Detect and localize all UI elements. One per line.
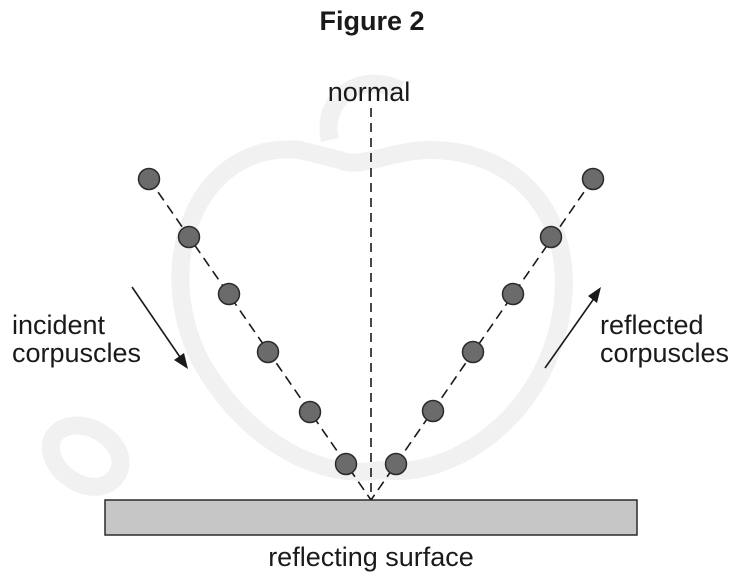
incident-corpuscle <box>137 167 161 191</box>
normal-label: normal <box>328 77 411 107</box>
reflected-label-line2: corpuscles <box>600 338 729 368</box>
incident-corpuscle <box>217 282 241 306</box>
figure-title: Figure 2 <box>319 6 424 36</box>
incident-label-line2: corpuscles <box>12 338 141 368</box>
reflected-corpuscle <box>461 340 485 364</box>
reflected-corpuscle <box>421 399 445 423</box>
reflected-corpuscle <box>539 225 563 249</box>
incident-corpuscle <box>334 452 358 476</box>
incident-corpuscle <box>177 225 201 249</box>
reflecting-surface <box>104 499 638 536</box>
incident-corpuscle <box>256 340 280 364</box>
surface-label: reflecting surface <box>268 542 474 572</box>
incident-arrow <box>131 286 188 369</box>
reflected-arrow <box>544 287 601 369</box>
reflected-corpuscle <box>501 282 525 306</box>
reflected-corpuscle <box>581 167 605 191</box>
watermark <box>41 74 573 496</box>
incident-corpuscles <box>137 167 358 476</box>
reflected-corpuscles <box>384 167 605 476</box>
reflected-corpuscle <box>384 452 408 476</box>
incident-corpuscle <box>298 400 322 424</box>
incident-label-line1: incident <box>12 310 106 340</box>
reflected-label-line1: reflected <box>600 310 704 340</box>
incident-arrowhead-icon <box>174 353 188 369</box>
reflected-arrowhead-icon <box>588 287 601 303</box>
